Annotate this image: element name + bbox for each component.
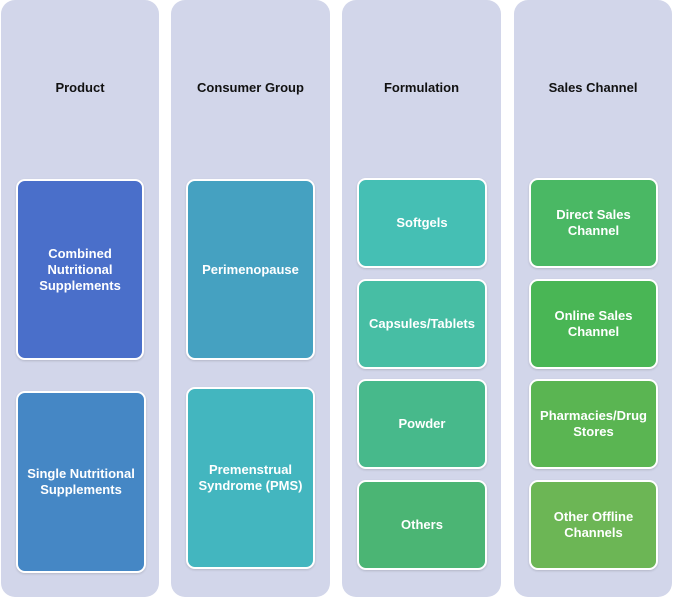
column-title: Consumer Group xyxy=(197,80,304,95)
box-pms: Premenstrual Syndrome (PMS) xyxy=(186,387,315,569)
column-consumer-group: Consumer Group Perimenopause Premenstrua… xyxy=(171,0,330,597)
box-other-offline-channels: Other Offline Channels xyxy=(529,480,658,570)
box-label: Combined Nutritional Supplements xyxy=(39,245,121,293)
box-combined-nutritional-supplements: Combined Nutritional Supplements xyxy=(16,179,144,360)
box-others: Others xyxy=(357,480,487,570)
box-online-sales-channel: Online Sales Channel xyxy=(529,279,658,369)
box-direct-sales-channel: Direct Sales Channel xyxy=(529,178,658,268)
box-label: Premenstrual Syndrome (PMS) xyxy=(198,462,303,493)
box-label: Online Sales Channel xyxy=(554,308,633,339)
box-perimenopause: Perimenopause xyxy=(186,179,315,360)
column-title: Formulation xyxy=(383,80,460,95)
box-softgels: Softgels xyxy=(357,178,487,268)
box-label: Softgels xyxy=(396,215,448,230)
box-pharmacies-drug-stores: Pharmacies/Drug Stores xyxy=(529,379,658,469)
box-label: Perimenopause xyxy=(202,261,299,277)
box-label: Capsules/Tablets xyxy=(369,316,475,331)
column-product: Product Combined Nutritional Supplements… xyxy=(1,0,159,597)
column-title: Product xyxy=(55,80,105,95)
column-sales-channel: Sales Channel Direct Sales Channel Onlin… xyxy=(514,0,672,597)
box-label: Direct Sales Channel xyxy=(556,207,631,238)
box-single-nutritional-supplements: Single Nutritional Supplements xyxy=(16,391,146,573)
box-label: Other Offline Channels xyxy=(553,509,634,540)
column-formulation: Formulation Softgels Capsules/Tablets Po… xyxy=(342,0,501,597)
box-powder: Powder xyxy=(357,379,487,469)
box-label: Powder xyxy=(398,416,446,431)
box-capsules-tablets: Capsules/Tablets xyxy=(357,279,487,369)
box-label: Pharmacies/Drug Stores xyxy=(540,408,647,439)
column-title: Sales Channel xyxy=(548,80,638,95)
box-label: Single Nutritional Supplements xyxy=(27,466,135,497)
box-label: Others xyxy=(401,517,443,532)
